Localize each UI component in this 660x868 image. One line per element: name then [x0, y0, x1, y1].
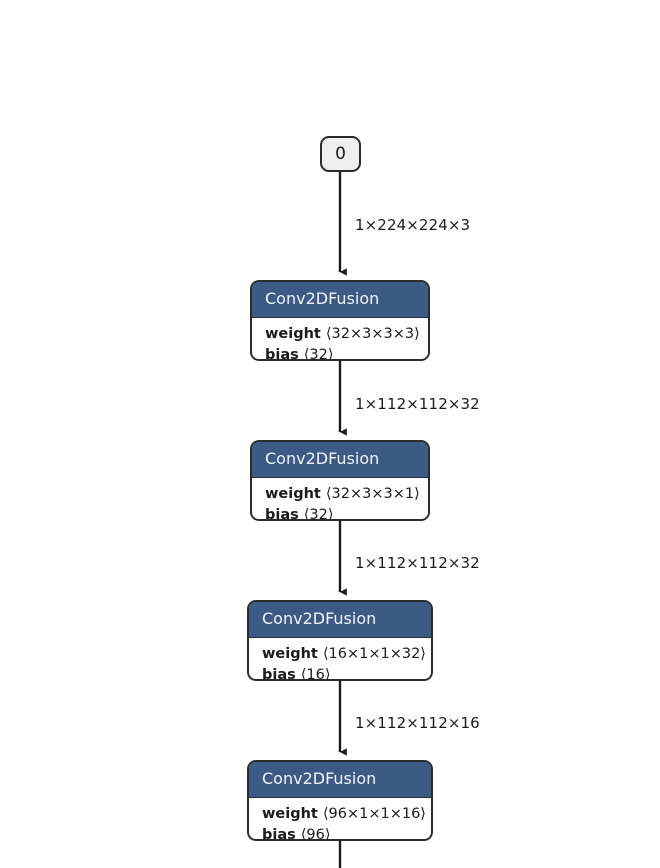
attribute-value: ⟨16⟩	[300, 667, 331, 681]
attribute-name: bias	[265, 507, 299, 521]
attribute-name: bias	[265, 347, 299, 361]
attribute-value: ⟨32⟩	[303, 347, 334, 361]
edge-label-input-to-conv1: 1×224×224×3	[355, 216, 471, 234]
node-conv3-body: weight⟨16×1×1×32⟩ bias ⟨16⟩	[249, 638, 431, 681]
attribute-name: bias	[262, 667, 296, 681]
attribute-row: weight⟨32×3×3×3⟩	[265, 324, 420, 345]
input-node-label: 0	[335, 144, 346, 164]
attribute-row: weight⟨16×1×1×32⟩	[262, 644, 426, 665]
node-conv2[interactable]: Conv2DFusion weight⟨32×3×3×1⟩ bias ⟨32⟩	[250, 440, 430, 521]
node-conv2-body: weight⟨32×3×3×1⟩ bias ⟨32⟩	[252, 478, 428, 521]
attribute-name: weight	[265, 486, 321, 502]
edge-label-conv3-to-conv4: 1×112×112×16	[355, 714, 480, 732]
node-conv4-header: Conv2DFusion	[249, 762, 431, 798]
attribute-value: ⟨32×3×3×3⟩	[325, 326, 420, 342]
attribute-value: ⟨32×3×3×1⟩	[325, 486, 420, 502]
node-conv1[interactable]: Conv2DFusion weight⟨32×3×3×3⟩ bias ⟨32⟩	[250, 280, 430, 361]
attribute-value: ⟨96×1×1×16⟩	[322, 806, 426, 822]
node-conv4-body: weight⟨96×1×1×16⟩ bias ⟨96⟩	[249, 798, 431, 841]
edge-label-conv1-to-conv2: 1×112×112×32	[355, 395, 480, 413]
attribute-value: ⟨96⟩	[300, 827, 331, 841]
attribute-value: ⟨16×1×1×32⟩	[322, 646, 426, 662]
attribute-row: bias ⟨96⟩	[262, 825, 418, 841]
attribute-name: weight	[262, 646, 318, 662]
node-conv3[interactable]: Conv2DFusion weight⟨16×1×1×32⟩ bias ⟨16⟩	[247, 600, 433, 681]
node-conv4[interactable]: Conv2DFusion weight⟨96×1×1×16⟩ bias ⟨96⟩	[247, 760, 433, 841]
input-node-0[interactable]: 0	[320, 136, 361, 172]
attribute-row: weight⟨32×3×3×1⟩	[265, 484, 420, 505]
attribute-row: weight⟨96×1×1×16⟩	[262, 804, 426, 825]
attribute-row: bias ⟨32⟩	[265, 345, 415, 361]
attribute-row: bias ⟨32⟩	[265, 505, 415, 521]
node-conv1-header: Conv2DFusion	[252, 282, 428, 318]
node-conv3-header: Conv2DFusion	[249, 602, 431, 638]
attribute-value: ⟨32⟩	[303, 507, 334, 521]
node-conv1-body: weight⟨32×3×3×3⟩ bias ⟨32⟩	[252, 318, 428, 361]
attribute-row: bias ⟨16⟩	[262, 665, 418, 681]
node-conv2-header: Conv2DFusion	[252, 442, 428, 478]
attribute-name: weight	[262, 806, 318, 822]
edge-label-conv2-to-conv3: 1×112×112×32	[355, 554, 480, 572]
attribute-name: weight	[265, 326, 321, 342]
attribute-name: bias	[262, 827, 296, 841]
